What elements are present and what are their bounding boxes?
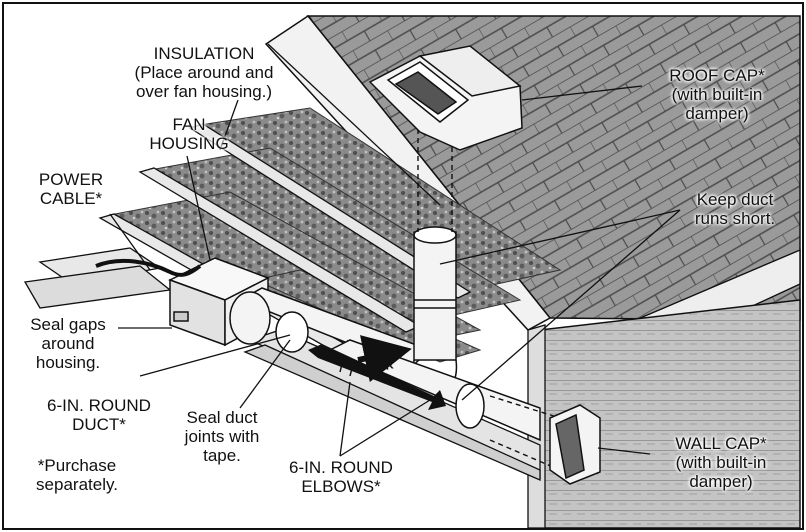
label-duct-runs: Keep duct runs short. xyxy=(680,190,790,228)
label-wall-cap-line-1: WALL CAP* xyxy=(675,434,767,453)
label-elbows: 6-IN. ROUND ELBOWS* xyxy=(278,458,404,496)
label-elbows-line-2: ELBOWS* xyxy=(301,477,381,496)
label-roof-cap-line-1: ROOF CAP* xyxy=(669,66,765,85)
label-purchase-note: *Purchase separately. xyxy=(22,456,132,494)
label-insulation-line-2: (Place around and xyxy=(134,63,274,82)
label-roof-cap-line-2: (with built-in xyxy=(671,85,763,104)
airflow-arrows xyxy=(308,335,446,410)
label-purchase-note-line-1: *Purchase xyxy=(37,456,117,475)
label-seal-gaps-line-3: housing. xyxy=(35,353,101,372)
label-insulation: INSULATION (Place around and over fan ho… xyxy=(119,44,289,101)
label-seal-gaps: Seal gaps around housing. xyxy=(20,315,116,372)
label-seal-joints-line-3: tape. xyxy=(203,446,241,465)
leader-lines xyxy=(109,43,681,457)
label-purchase-note-line-2: separately. xyxy=(36,475,118,494)
label-seal-joints-line-2: joints with xyxy=(184,427,260,446)
label-round-duct: 6-IN. ROUND DUCT* xyxy=(34,396,164,434)
label-seal-gaps-line-2: around xyxy=(41,334,95,353)
label-insulation-line-3: over fan housing.) xyxy=(135,82,273,101)
label-fan-housing: FAN HOUSING xyxy=(144,115,234,153)
label-seal-joints-line-1: Seal duct xyxy=(186,408,258,427)
label-wall-cap-line-2: (with built-in xyxy=(675,453,767,472)
label-duct-runs-line-2: runs short. xyxy=(694,209,776,228)
label-power-cable-line-1: POWER xyxy=(38,170,104,189)
roof-cap xyxy=(368,45,523,151)
label-round-duct-line-2: DUCT* xyxy=(72,415,126,434)
wall-cap xyxy=(549,404,601,485)
label-duct-runs-line-1: Keep duct xyxy=(696,190,774,209)
label-fan-housing-line-2: HOUSING xyxy=(149,134,229,153)
wall-duct-dashes xyxy=(489,395,561,471)
ceiling-joists xyxy=(23,123,541,481)
label-elbows-line-1: 6-IN. ROUND xyxy=(289,458,393,477)
label-wall-cap-line-3: damper) xyxy=(689,472,753,491)
label-seal-joints: Seal duct joints with tape. xyxy=(172,408,272,465)
label-roof-cap: ROOF CAP* (with built-in damper) xyxy=(644,66,790,123)
label-wall-cap: WALL CAP* (with built-in damper) xyxy=(648,434,794,491)
label-power-cable-line-2: CABLE* xyxy=(39,189,103,208)
label-round-duct-line-1: 6-IN. ROUND xyxy=(47,396,151,415)
label-power-cable: POWER CABLE* xyxy=(28,170,114,208)
power-cable-wire xyxy=(95,258,202,277)
label-insulation-line-1: INSULATION xyxy=(153,44,255,63)
label-roof-cap-line-3: damper) xyxy=(685,104,749,123)
label-fan-housing-line-1: FAN xyxy=(172,115,206,134)
label-seal-gaps-line-1: Seal gaps xyxy=(30,315,106,334)
